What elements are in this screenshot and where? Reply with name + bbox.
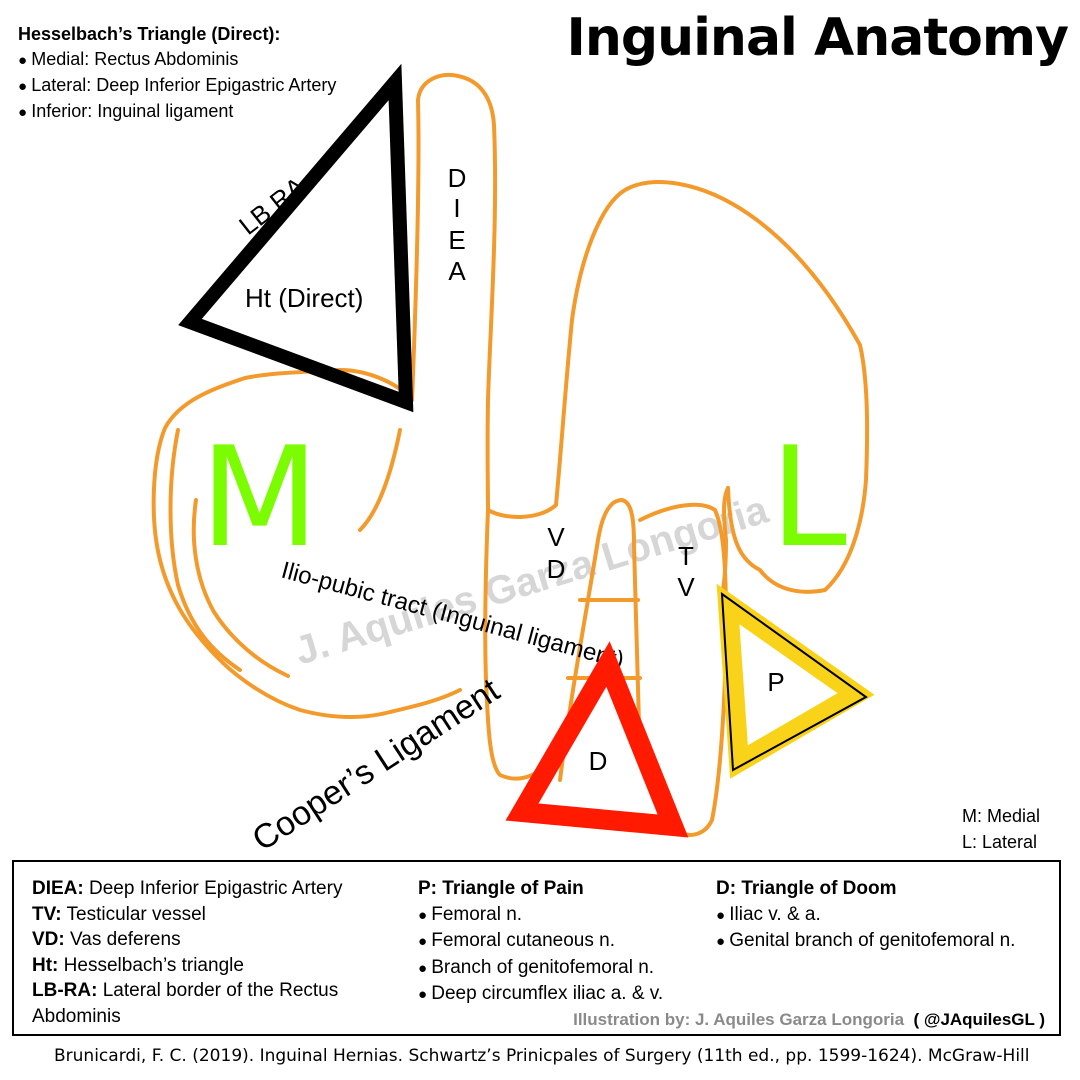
- legend-entry-ht: Ht: Hesselbach’s triangle: [32, 953, 402, 979]
- credit-text: Illustration by: J. Aquiles Garza Longor…: [573, 1010, 905, 1029]
- lateral-marker: L: [770, 417, 847, 578]
- lateral-hand-outline: [486, 180, 870, 594]
- legend-definition: Testicular vessel: [66, 903, 206, 925]
- medial-legend-item: M: Medial: [961, 806, 1040, 826]
- abbreviation-legend: DIEA: Deep Inferior Epigastric Artery TV…: [12, 860, 1061, 1036]
- medial-marker: M: [200, 417, 319, 578]
- vd-letter-d: D: [547, 554, 566, 584]
- doom-item: Genital branch of genitofemoral n.: [716, 928, 1066, 955]
- triangle-of-pain: [716, 583, 875, 779]
- pain-item: Femoral cutaneous n.: [418, 928, 718, 955]
- lower-palm-outline: [483, 508, 542, 781]
- pain-label: P: [767, 667, 784, 697]
- legend-entry-lbra: LB-RA: Lateral border of the Rectus Abdo…: [32, 978, 402, 1029]
- tv-letter-t: T: [678, 541, 694, 571]
- legend-term: TV:: [32, 903, 62, 925]
- medial-lateral-legend: M: Medial L: Lateral: [962, 803, 1040, 855]
- hesselbach-border-medial: Medial: Rectus Abdominis: [18, 47, 336, 73]
- legend-term: VD:: [32, 929, 65, 950]
- doom-item: Iliac v. & a.: [716, 902, 1066, 929]
- legend-definition: Vas deferens: [70, 929, 181, 950]
- vd-label: V D: [547, 522, 566, 584]
- legend-term: DIEA:: [32, 878, 84, 899]
- lateral-legend-item: L: Lateral: [961, 832, 1038, 852]
- tv-letter-v: V: [677, 572, 695, 602]
- legend-definition: Hesselbach’s triangle: [63, 954, 244, 976]
- legend-definition: Lateral border of the Rectus Abdominis: [32, 980, 339, 1027]
- triangle-of-doom-column: D: Triangle of Doom Iliac v. & a. Genita…: [716, 876, 1066, 955]
- legend-term: LB-RA:: [32, 980, 98, 1001]
- legend-term: Ht:: [32, 954, 59, 976]
- hesselbach-definition: Hesselbach’s Triangle (Direct): Medial: …: [18, 22, 336, 125]
- medial-finger-fold-1: [168, 428, 242, 672]
- page-title: Inguinal Anatomy: [566, 8, 1069, 68]
- medial-finger-fold-2: [191, 498, 290, 678]
- tv-label: T V: [677, 541, 695, 602]
- citation: Brunicardi, F. C. (2019). Inguinal Herni…: [54, 1046, 1030, 1066]
- hand-outline: [151, 73, 870, 837]
- legend-entry-vd: VD: Vas deferens: [32, 927, 402, 953]
- doom-label: D: [589, 746, 608, 776]
- diea-letter-d: D: [448, 163, 467, 193]
- hesselbach-border-inferior: Inferior: Inguinal ligament: [18, 99, 336, 125]
- diea-letter-i: I: [453, 193, 460, 223]
- diea-column-outline: [410, 73, 498, 512]
- pain-item: Deep circumflex iliac a. & v.: [418, 981, 718, 1008]
- legend-entry-tv: TV: Testicular vessel: [32, 902, 402, 928]
- hesselbach-triangle: [178, 63, 414, 413]
- hesselbach-borders-list: Medial: Rectus Abdominis Lateral: Deep I…: [18, 47, 336, 125]
- illustration-credit: Illustration by: J. Aquiles Garza Longor…: [573, 1010, 1045, 1030]
- abbreviation-column: DIEA: Deep Inferior Epigastric Artery TV…: [32, 876, 402, 1029]
- diea-label: D I E A: [448, 163, 467, 286]
- hesselbach-heading: Hesselbach’s Triangle (Direct):: [18, 24, 281, 44]
- triangle-of-pain-column: P: Triangle of Pain Femoral n. Femoral c…: [418, 876, 718, 1008]
- credit-handle: ( @JAquilesGL ): [913, 1010, 1045, 1029]
- pain-item: Branch of genitofemoral n.: [418, 955, 718, 982]
- legend-definition: Deep Inferior Epigastric Artery: [89, 878, 343, 899]
- coopers-ligament-label: Cooper’s Ligament: [246, 671, 507, 859]
- vd-letter-v: V: [547, 522, 565, 552]
- hesselbach-border-lateral: Lateral: Deep Inferior Epigastric Artery: [18, 73, 336, 99]
- triangle-of-pain-title: P: Triangle of Pain: [418, 878, 584, 899]
- legend-entry-diea: DIEA: Deep Inferior Epigastric Artery: [32, 876, 402, 902]
- medial-finger-fold-3: [358, 428, 402, 532]
- pain-item: Femoral n.: [418, 902, 718, 929]
- diea-letter-e: E: [448, 225, 465, 255]
- triangle-of-doom-title: D: Triangle of Doom: [716, 878, 897, 899]
- triangle-of-doom: [505, 641, 689, 838]
- diea-letter-a: A: [448, 256, 466, 286]
- vd-column-outline: [558, 498, 642, 782]
- ht-label: Ht (Direct): [245, 283, 363, 313]
- triangle-of-pain-border: [720, 591, 868, 772]
